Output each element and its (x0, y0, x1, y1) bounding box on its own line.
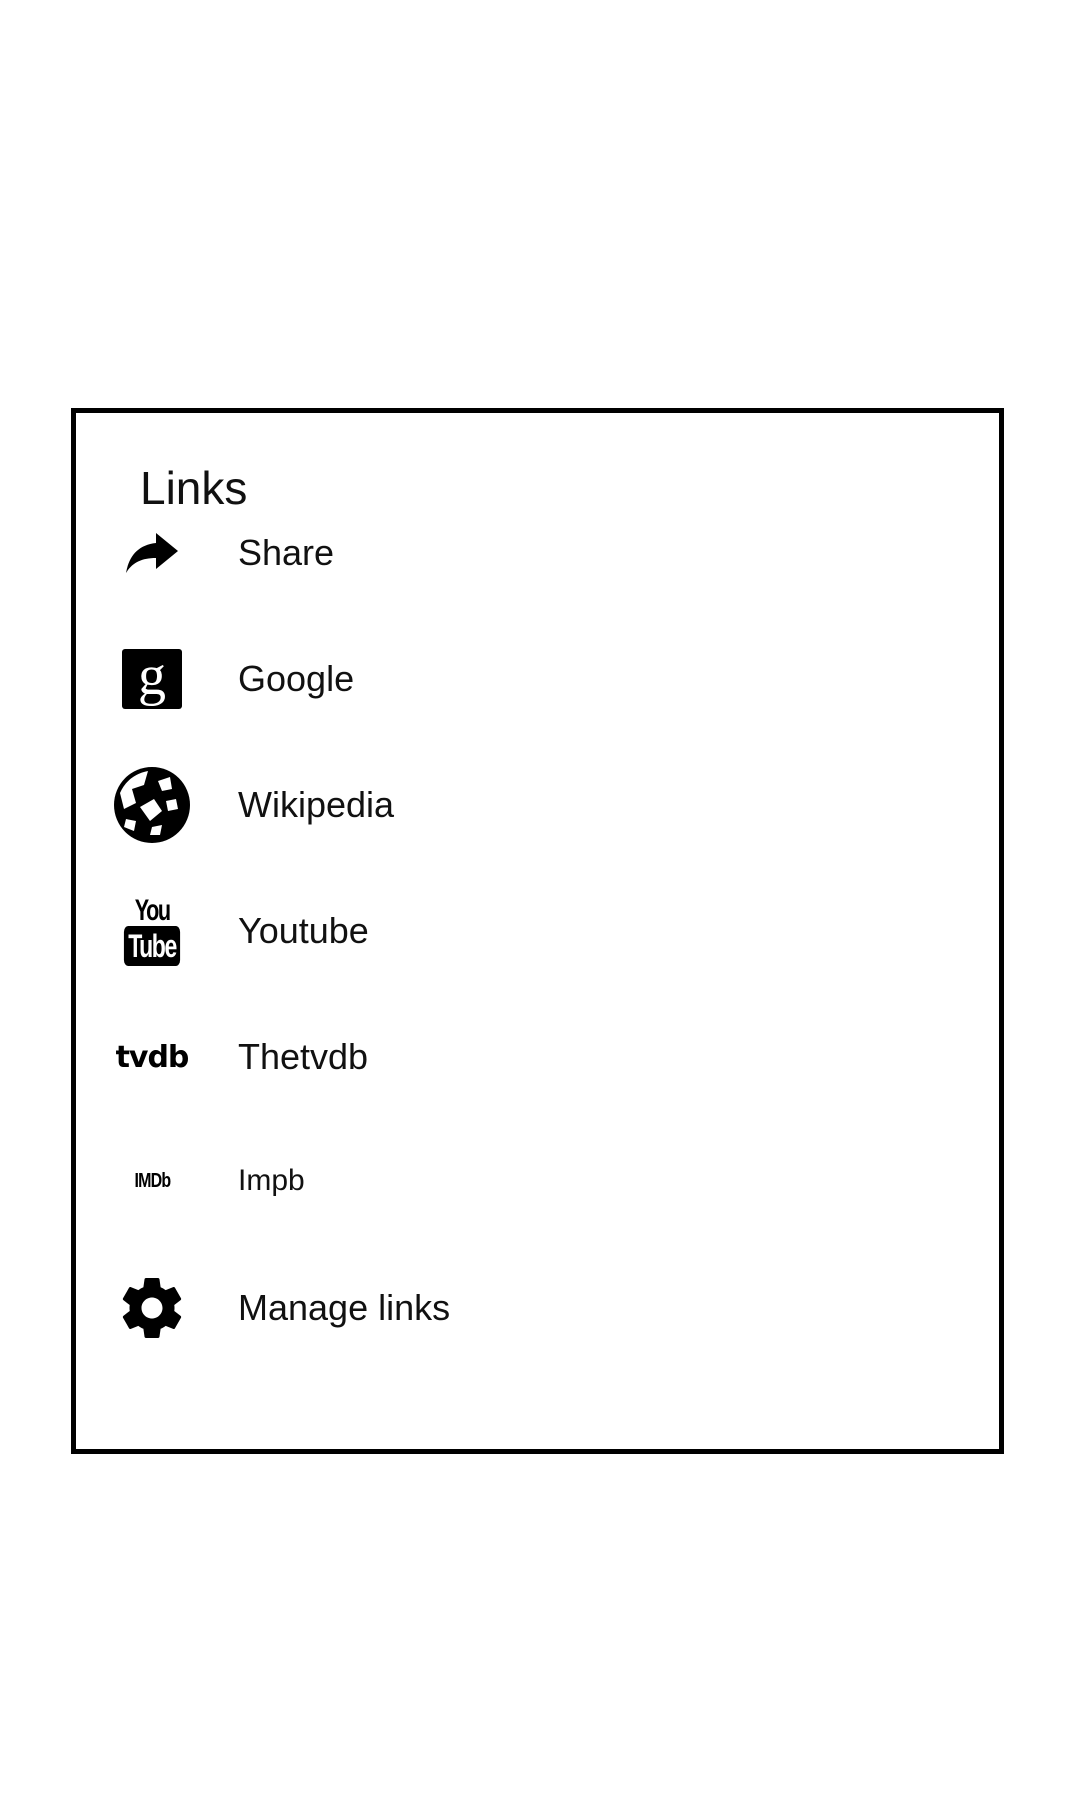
google-icon-glyph: g (122, 648, 182, 709)
tvdb-icon: tvdb (106, 1011, 198, 1103)
youtube-logo: You Tube (119, 896, 185, 966)
links-list: Share g Google Wikipedia (76, 413, 999, 1449)
link-item-thetvdb[interactable]: tvdb Thetvdb (106, 1002, 966, 1112)
google-icon: g (106, 633, 198, 725)
dialog-title: Links (140, 462, 248, 514)
link-label-google: Google (238, 658, 355, 699)
youtube-logo-bottom: Tube (123, 926, 181, 966)
link-item-impb[interactable]: IMDb Impb (106, 1126, 966, 1236)
gear-icon (106, 1262, 198, 1354)
links-dialog: Links Share g Google (71, 408, 1004, 1454)
tvdb-logo-text: tvdb (115, 1039, 190, 1075)
link-label-youtube: Youtube (238, 910, 369, 951)
link-item-share[interactable]: Share (106, 498, 966, 608)
link-item-google[interactable]: g Google (106, 624, 966, 734)
link-label-thetvdb: Thetvdb (238, 1036, 369, 1077)
link-item-manage-links[interactable]: Manage links (106, 1253, 966, 1363)
link-label-manage-links: Manage links (238, 1287, 451, 1328)
link-item-wikipedia[interactable]: Wikipedia (106, 750, 966, 860)
imdb-logo-text: IMDb (134, 1169, 171, 1192)
youtube-logo-top: You (134, 894, 171, 927)
youtube-icon: You Tube (106, 885, 198, 977)
link-label-share: Share (238, 532, 335, 573)
wikipedia-icon (106, 759, 198, 851)
share-icon (106, 507, 198, 599)
link-item-youtube[interactable]: You Tube Youtube (106, 876, 966, 986)
imdb-icon: IMDb (106, 1135, 198, 1227)
link-label-impb: Impb (238, 1164, 305, 1197)
link-label-wikipedia: Wikipedia (238, 784, 395, 825)
